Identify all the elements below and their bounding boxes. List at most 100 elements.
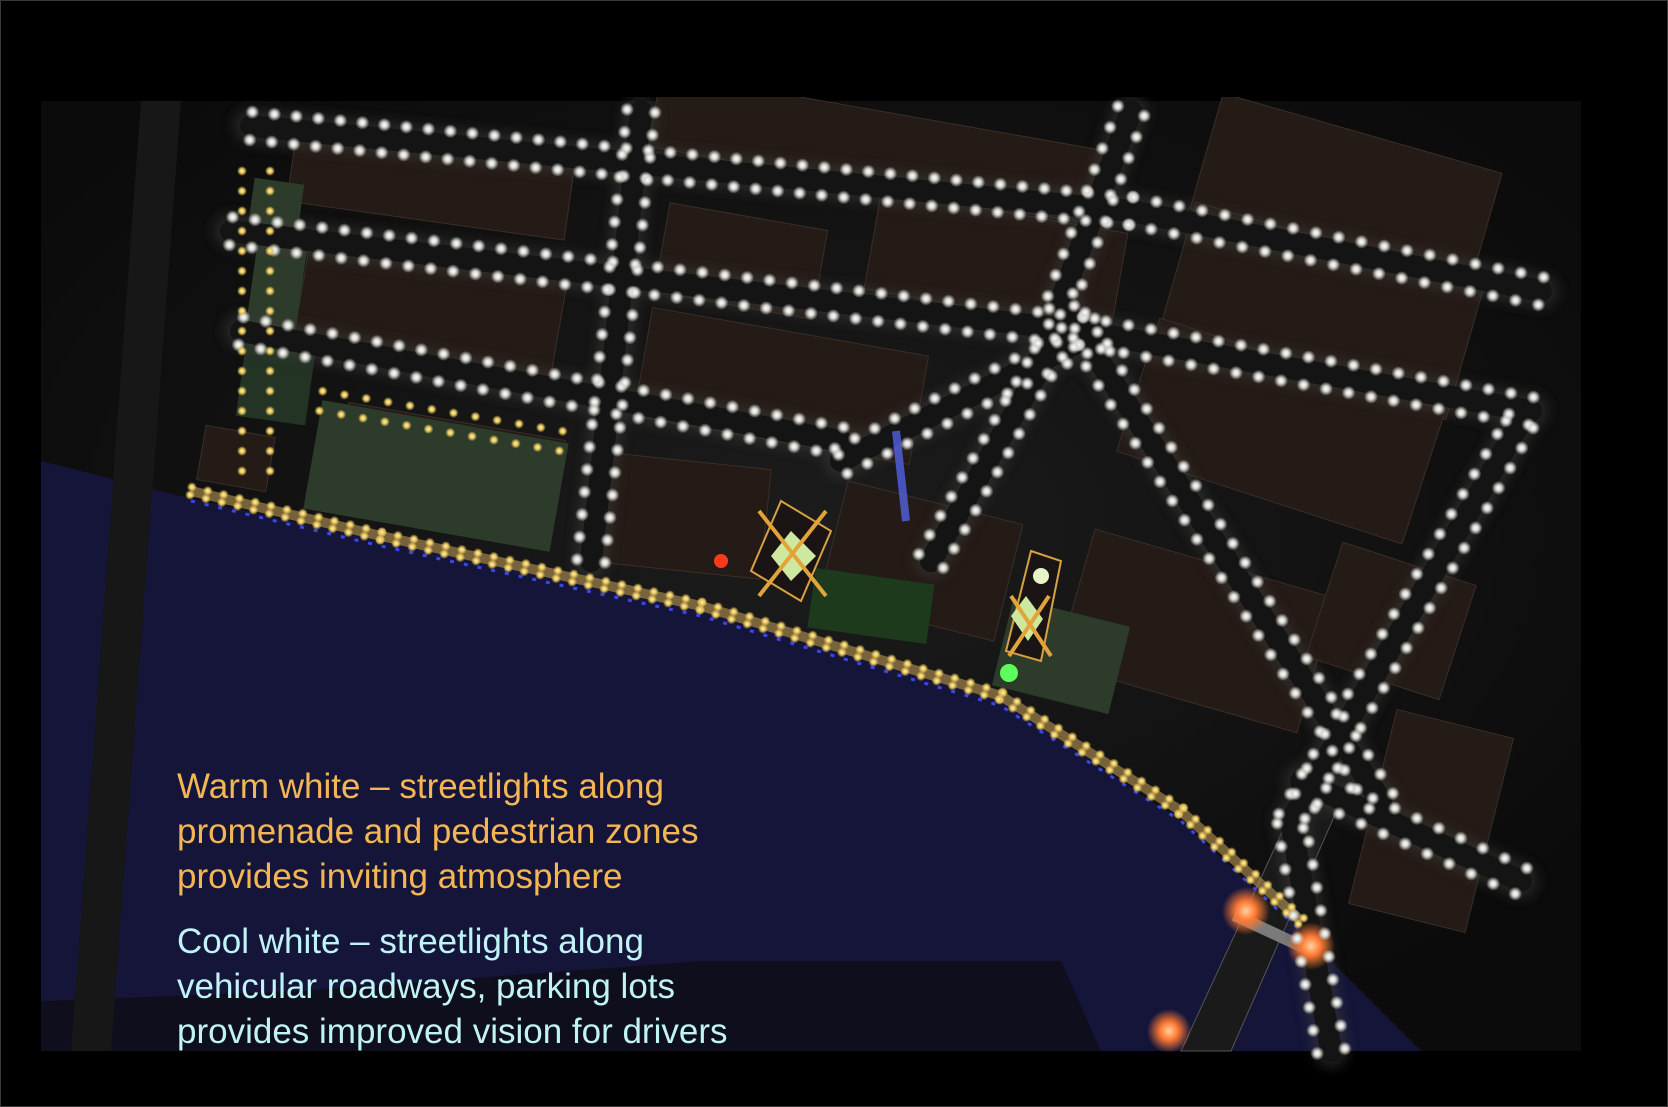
streetlight-warm-icon [488, 434, 499, 445]
streetlight-cool-icon [1353, 720, 1368, 735]
streetlight-warm-icon [535, 569, 546, 580]
streetlight-warm-icon [1209, 841, 1220, 852]
streetlight-warm-icon [805, 637, 816, 648]
streetlight-cool-icon [1100, 336, 1115, 351]
streetlight-warm-icon [631, 590, 642, 601]
streetlight-cool-icon [1431, 401, 1446, 416]
streetlight-cool-icon [592, 349, 607, 364]
streetlight-warm-icon [993, 694, 1004, 705]
streetlight-cool-icon [632, 240, 647, 255]
streetlight-cool-icon [1256, 342, 1271, 357]
streetlight-cool-icon [647, 105, 662, 120]
streetlight-warm-icon [902, 658, 913, 669]
streetlight-cool-icon [1176, 459, 1191, 474]
streetlight-cool-icon [1225, 536, 1240, 551]
streetlight-cool-icon [990, 465, 1005, 480]
streetlight-cool-icon [1398, 836, 1413, 851]
streetlight-cool-icon [1161, 353, 1176, 368]
streetlight-warm-icon [663, 597, 674, 608]
streetlight-warm-icon [510, 438, 521, 449]
streetlight-warm-icon [237, 366, 247, 376]
streetlight-warm-icon [979, 690, 990, 701]
streetlight-cool-icon [487, 128, 502, 143]
streetlight-cool-icon [1009, 374, 1024, 389]
streetlight-cool-icon [1445, 560, 1460, 575]
streetlight-warm-icon [265, 326, 275, 336]
streetlight-cool-icon [949, 173, 964, 188]
streetlight-cool-icon [1165, 493, 1180, 508]
streetlight-cool-icon [1394, 271, 1409, 286]
streetlight-cool-icon [280, 318, 295, 333]
streetlight-warm-icon [202, 485, 213, 496]
streetlight-cool-icon [1321, 771, 1336, 786]
streetlight-warm-icon [900, 666, 911, 677]
streetlight-warm-icon [250, 497, 261, 508]
streetlight-cool-icon [1214, 570, 1229, 585]
streetlight-warm-icon [1049, 729, 1060, 740]
streetlight-warm-icon [931, 675, 942, 686]
streetlight-cool-icon [1417, 275, 1432, 290]
streetlight-warm-icon [200, 493, 211, 504]
streetlight-cool-icon [597, 139, 612, 154]
streetlight-cool-icon [1066, 330, 1081, 345]
streetlight-cool-icon [982, 327, 997, 342]
streetlight-cool-icon [770, 183, 785, 198]
streetlight-cool-icon [1399, 640, 1414, 655]
streetlight-cool-icon [1116, 416, 1131, 431]
streetlight-warm-icon [237, 326, 247, 336]
streetlight-cool-icon [1422, 248, 1437, 263]
streetlight-cool-icon [1434, 580, 1449, 595]
streetlight-cool-icon [840, 466, 855, 481]
streetlight-warm-icon [456, 544, 467, 555]
streetlight-cool-icon [896, 289, 911, 304]
streetlight-cool-icon [1368, 362, 1383, 377]
streetlight-cool-icon [1341, 385, 1356, 400]
streetlight-warm-icon [472, 548, 483, 559]
legend-warm-line: provides inviting atmosphere [177, 857, 623, 896]
streetlight-cool-icon [1303, 253, 1318, 268]
streetlight-cool-icon [1302, 1000, 1317, 1015]
streetlight-warm-icon [839, 639, 850, 650]
streetlight-cool-icon [764, 435, 779, 450]
streetlight-warm-icon [632, 583, 643, 594]
streetlight-cool-icon [1330, 760, 1345, 775]
streetlight-cool-icon [1054, 320, 1069, 335]
streetlight-cool-icon [1398, 587, 1413, 602]
streetlight-cool-icon [933, 508, 948, 523]
streetlight-cool-icon [1059, 183, 1074, 198]
green-feature-light [1000, 664, 1018, 682]
streetlight-cool-icon [1056, 211, 1071, 226]
streetlight-warm-icon [265, 206, 275, 216]
streetlight-cool-icon [625, 308, 640, 323]
streetlight-warm-icon [758, 623, 769, 634]
streetlight-warm-icon [391, 538, 402, 549]
streetlight-cool-icon [1391, 366, 1406, 381]
streetlight-warm-icon [852, 652, 863, 663]
streetlight-cool-icon [640, 173, 655, 188]
streetlight-cool-icon [1263, 216, 1278, 231]
streetlight-cool-icon [1329, 707, 1344, 722]
streetlight-cool-icon [1301, 350, 1316, 365]
streetlight-cool-icon [528, 160, 543, 175]
streetlight-cool-icon [1411, 620, 1426, 635]
streetlight-warm-icon [216, 497, 227, 508]
streetlight-cool-icon [986, 299, 1001, 314]
streetlight-warm-icon [329, 515, 340, 526]
streetlight-warm-icon [407, 541, 418, 552]
streetlight-cool-icon [1455, 487, 1470, 502]
streetlight-cool-icon [315, 220, 330, 235]
streetlight-cool-icon [1034, 209, 1049, 224]
streetlight-cool-icon [769, 408, 784, 423]
streetlight-cool-icon [902, 196, 917, 211]
streetlight-warm-icon [218, 489, 229, 500]
streetlight-warm-icon [1104, 765, 1115, 776]
streetlight-cool-icon [1274, 373, 1289, 388]
streetlight-warm-icon [1007, 703, 1018, 714]
streetlight-cool-icon [1409, 397, 1424, 412]
streetlight-cool-icon [773, 156, 788, 171]
streetlight-cool-icon [1276, 666, 1291, 681]
streetlight-cool-icon [1306, 1023, 1321, 1038]
streetlight-warm-icon [744, 611, 755, 622]
streetlight-cool-icon [714, 295, 729, 310]
streetlight-cool-icon [387, 366, 402, 381]
